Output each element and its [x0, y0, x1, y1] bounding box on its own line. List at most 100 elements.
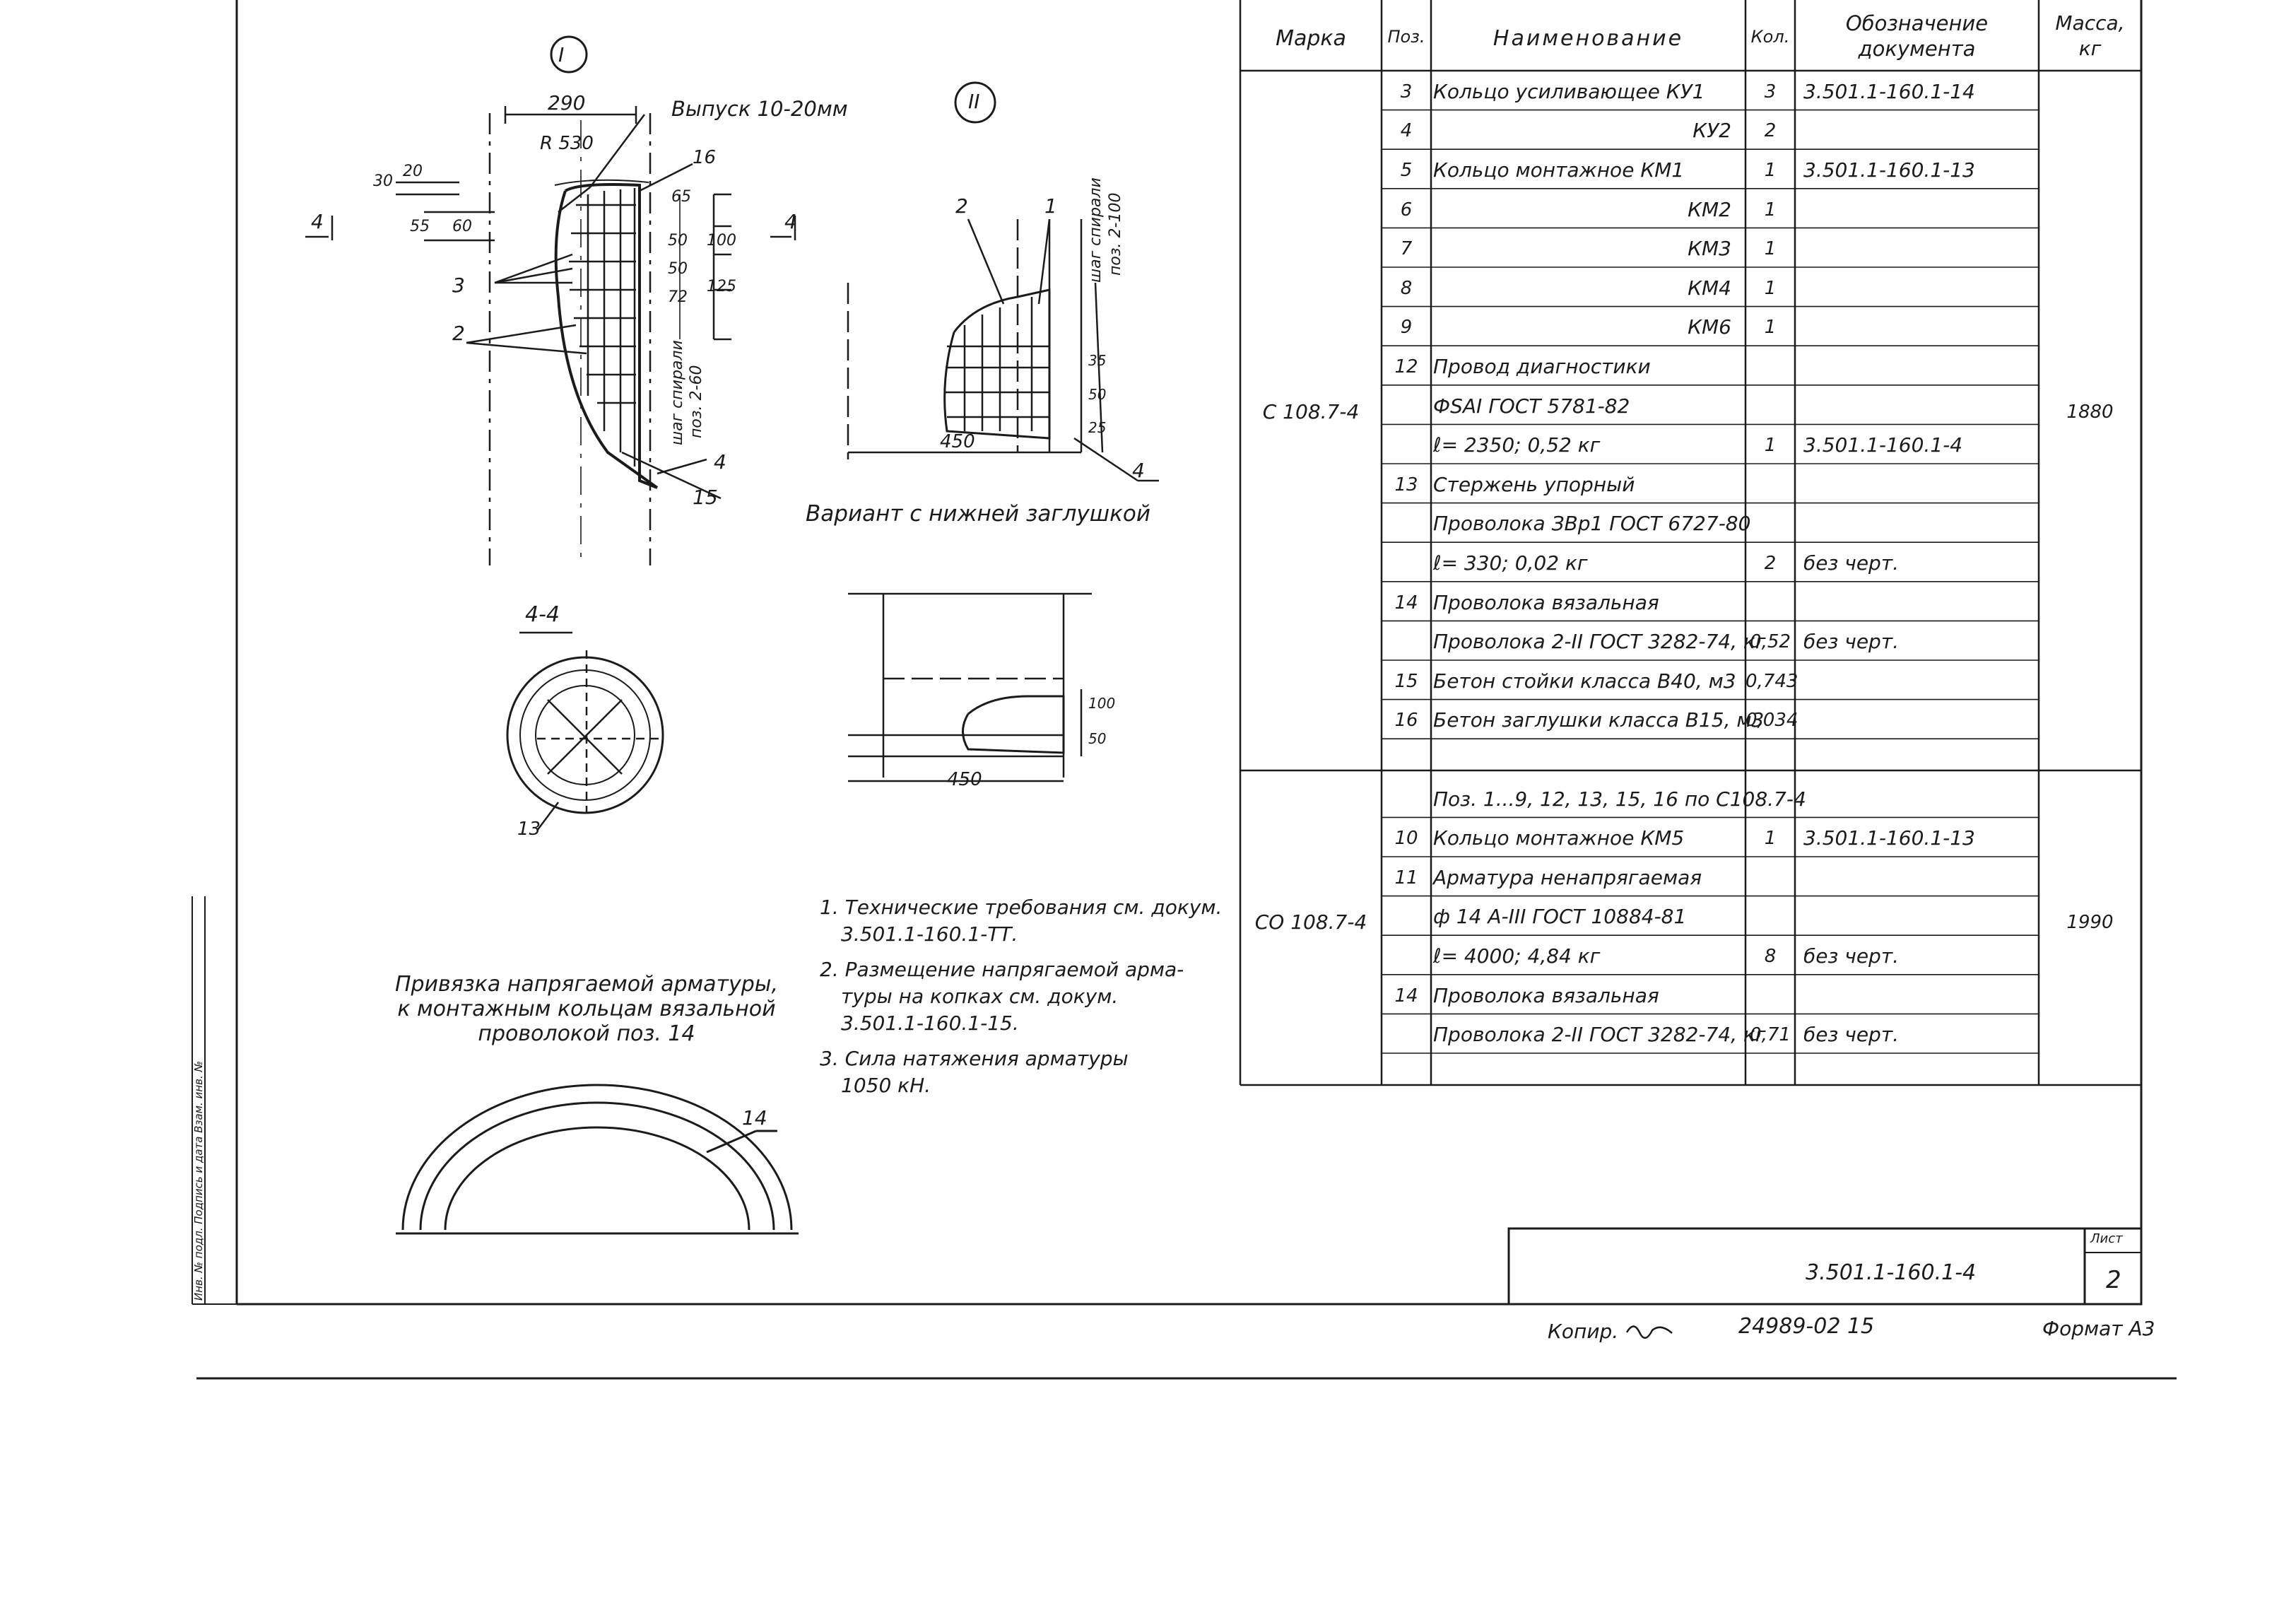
cell-pos: 5	[1400, 160, 1413, 181]
dim-20: 20	[403, 163, 423, 180]
binding-caption-3: проволокой поз. 14	[478, 1021, 695, 1046]
cut-4-left: 4	[311, 210, 324, 233]
cell-name: Кольцо усиливающее КУ1	[1433, 79, 1705, 103]
section-II-dim-25: 25	[1088, 419, 1107, 436]
section-II-dim-450: 450	[940, 431, 975, 452]
cell-pos: 9	[1400, 317, 1413, 339]
cell-name: ℓ= 330; 0,02 кг	[1433, 551, 1588, 575]
note-line: туры на копках см. докум.	[841, 985, 1119, 1008]
pos-16-label: 16	[693, 147, 717, 168]
section-II-drawing	[847, 81, 1159, 482]
dim-50b: 50	[668, 260, 688, 278]
cell-qty: 8	[1764, 946, 1777, 967]
cell-pos: 15	[1394, 670, 1418, 692]
cell-qty: 1	[1764, 435, 1777, 457]
cell-qty: 1	[1764, 238, 1777, 260]
cell-name: Арматура ненапрягаемая	[1433, 865, 1702, 889]
table-header-mass: Масса, кг	[2055, 11, 2125, 61]
cell-pos: 8	[1400, 277, 1413, 299]
cell-name: Проволока 2-II ГОСТ 3282-74, кг	[1433, 1023, 1766, 1047]
dim-50: 50	[668, 232, 688, 250]
cell-mass: 1880	[2066, 401, 2114, 423]
pos-15-label: 15	[693, 486, 718, 509]
format-label: Формат А3	[2042, 1317, 2155, 1340]
section-I-drawing	[305, 35, 796, 565]
dim-65: 65	[671, 188, 691, 206]
cell-name: ℓ= 4000; 4,84 кг	[1433, 944, 1601, 968]
cell-pos: 3	[1400, 81, 1413, 102]
cell-qty: 1	[1764, 199, 1777, 221]
cell-name: Бетон заглушки класса В15, м3	[1433, 708, 1765, 732]
cell-name: КМ4	[1688, 276, 1731, 300]
margin-stamp: Инв. № подл. Подпись и дата Взам. инв. №	[192, 1060, 205, 1301]
dim-72: 72	[668, 288, 688, 306]
cell-qty: 2	[1764, 120, 1777, 142]
note-line: 3.501.1-160.1-ТТ.	[841, 922, 1018, 946]
pos-4-label: 4	[714, 450, 726, 474]
note-line: 3.501.1-160.1-15.	[841, 1011, 1019, 1035]
cell-doc: без черт.	[1803, 630, 1900, 654]
cell-pos: 13	[1394, 474, 1418, 495]
binding-caption-2: к монтажным кольцам вязальной	[397, 997, 776, 1021]
pos-14-label: 14	[742, 1106, 767, 1130]
variant-dim-450: 450	[947, 769, 982, 790]
copied-label: Копир.	[1548, 1320, 1619, 1343]
variant-caption: Вариант с нижней заглушкой	[806, 501, 1150, 527]
cell-qty: 0,034	[1745, 710, 1798, 732]
section-II-dim-35: 35	[1088, 352, 1107, 369]
cell-name: Стержень упорный	[1433, 472, 1635, 496]
section-4-4-drawing	[506, 631, 664, 831]
cell-qty: 1	[1764, 277, 1777, 299]
cell-mass: 1990	[2066, 912, 2114, 934]
variant-dim-100: 100	[1088, 695, 1116, 712]
table-header-name: Наименование	[1493, 26, 1684, 51]
dim-125: 125	[707, 278, 736, 295]
cell-name: Кольцо монтажное КМ5	[1433, 826, 1685, 850]
sheet-number: 2	[2106, 1266, 2121, 1294]
table-header-doc: Обозначение документа	[1845, 11, 1989, 61]
cell-qty: 1	[1764, 317, 1777, 339]
cell-pos: 11	[1394, 867, 1418, 889]
cell-pos: 10	[1394, 828, 1418, 850]
document-number: 3.501.1-160.1-4	[1806, 1260, 1977, 1285]
cell-name: ф 14 А-III ГОСТ 10884-81	[1433, 905, 1687, 929]
cell-name: КУ2	[1692, 119, 1731, 143]
section-II-pos-4: 4	[1132, 459, 1145, 482]
table-header-mark: Марка	[1276, 26, 1346, 51]
cell-qty: 1	[1764, 160, 1777, 181]
note-line: 1050 кН.	[841, 1074, 931, 1097]
cell-qty: 2	[1764, 553, 1777, 574]
table-header-qty: Кол.	[1750, 27, 1790, 47]
cell-pos: 16	[1394, 710, 1418, 732]
cell-doc: 3.501.1-160.1-14	[1803, 79, 1975, 103]
cell-pos: 14	[1394, 985, 1418, 1007]
cell-name: Проволока ЗВр1 ГОСТ 6727-80	[1433, 512, 1751, 536]
cell-pos: 6	[1400, 199, 1413, 221]
spiral-step-pos-ii: поз. 2-100	[1107, 192, 1124, 276]
cell-doc: без черт.	[1803, 944, 1900, 968]
pos-13-label: 13	[517, 819, 541, 840]
binding-caption-1: Привязка напрягаемой арматуры,	[394, 972, 779, 997]
cell-pos: 12	[1394, 356, 1418, 377]
cell-name: Проволока вязальная	[1433, 983, 1659, 1007]
cell-pos: 7	[1400, 238, 1413, 260]
cut-4-right: 4	[784, 210, 797, 233]
cell-name: КМ2	[1688, 197, 1731, 221]
cell-qty: 0,743	[1745, 670, 1798, 692]
section-II-pos-1: 1	[1044, 194, 1057, 218]
signature-scribble	[1625, 1325, 1673, 1339]
outlet-note: Выпуск 10-20мм	[671, 97, 848, 121]
cell-qty: 0,52	[1750, 631, 1791, 653]
cell-name: Бетон стойки класса В40, м3	[1433, 669, 1736, 693]
cell-mark: С 108.7-4	[1262, 399, 1360, 423]
cell-qty: 0,71	[1750, 1024, 1791, 1046]
cell-doc: 3.501.1-160.1-4	[1803, 433, 1963, 457]
binding-arc-drawing	[396, 1084, 799, 1235]
cell-name: Провод диагностики	[1433, 355, 1651, 378]
cell-pos: 4	[1400, 120, 1413, 142]
section-4-4-title: 4-4	[525, 602, 560, 627]
pos-2-label: 2	[452, 322, 465, 345]
cell-doc: без черт.	[1803, 551, 1900, 575]
variant-drawing	[848, 592, 1092, 782]
